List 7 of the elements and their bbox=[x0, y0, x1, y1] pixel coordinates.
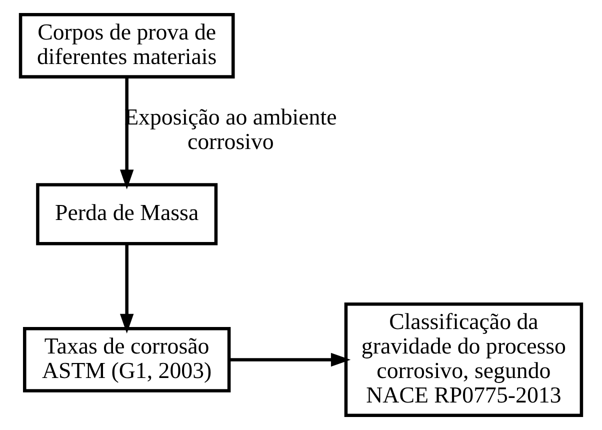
arrow bbox=[120, 76, 134, 190]
node-box: Corpos de prova de diferentes materiais bbox=[18, 13, 235, 78]
arrow bbox=[229, 352, 351, 367]
node-box: Perda de Massa bbox=[36, 183, 218, 246]
node-box: Classificação da gravidade do processo corrosivo, segundo NACE RP0775-2013 bbox=[344, 302, 584, 417]
arrow bbox=[120, 244, 134, 334]
node-box: Taxas de corrosão ASTM (G1, 2003) bbox=[23, 327, 231, 392]
